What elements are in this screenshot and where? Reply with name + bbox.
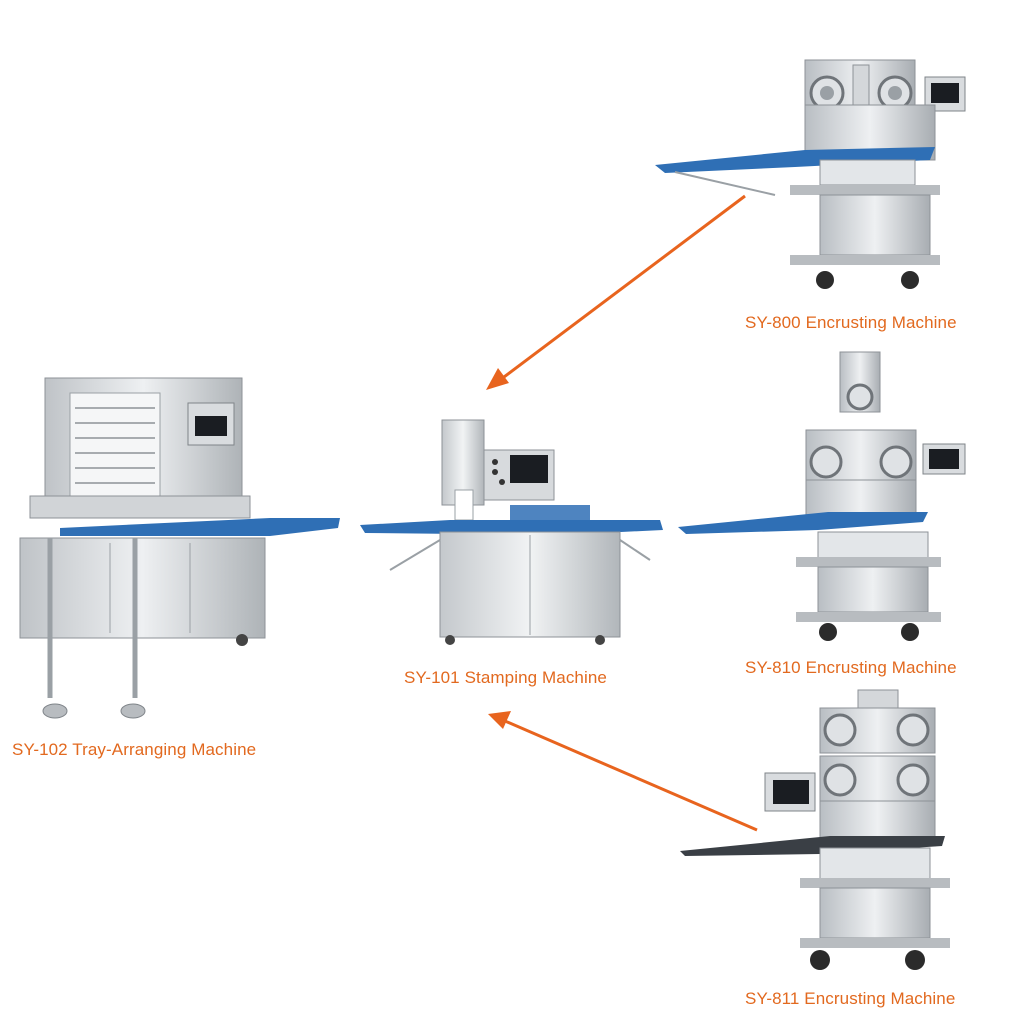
sy811-label: SY-811 Encrusting Machine (745, 989, 956, 1008)
arrow-sy800-to-sy101 (486, 194, 746, 390)
sy800-machine-image (655, 59, 966, 289)
sy101-machine-image (360, 419, 663, 645)
sy800-label: SY-800 Encrusting Machine (745, 313, 957, 332)
sy102-label: SY-102 Tray-Arranging Machine (12, 740, 257, 759)
sy811-machine-image (680, 689, 950, 970)
sy102-machine-image (19, 377, 340, 719)
sy810-label: SY-810 Encrusting Machine (745, 658, 957, 677)
sy810-machine-image (678, 351, 966, 641)
arrow-sy811-to-sy101 (488, 711, 758, 832)
sy101-label: SY-101 Stamping Machine (404, 668, 607, 687)
